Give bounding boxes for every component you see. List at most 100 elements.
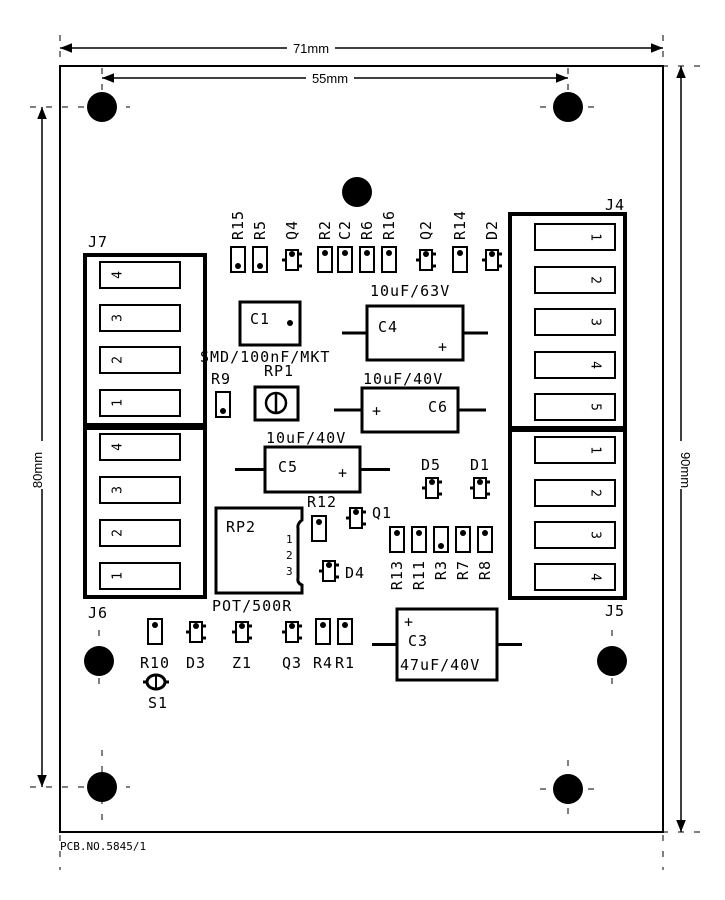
dimension-label: 55mm xyxy=(312,71,348,86)
connector-pin-slot xyxy=(534,393,616,421)
connector-pin-slot xyxy=(534,521,616,549)
connector-pin-slot xyxy=(534,563,616,591)
resistor-pad xyxy=(455,526,471,553)
connector-label: J4 xyxy=(605,196,625,214)
pad-dot xyxy=(320,622,326,628)
connector-pin-number: 1 xyxy=(111,399,126,407)
capacitor-value: 10uF/40V xyxy=(266,429,346,447)
resistor-pad xyxy=(389,526,405,553)
potentiometer-pin-number: 3 xyxy=(286,565,293,578)
connector-label: J6 xyxy=(88,604,108,622)
component-label: Q2 xyxy=(417,220,435,240)
component-label: Q4 xyxy=(283,220,301,240)
component-label: Q3 xyxy=(282,654,302,672)
resistor-pad xyxy=(477,526,493,553)
mounting-hole xyxy=(342,177,372,207)
component-label: R2 xyxy=(316,220,334,240)
component-label: R3 xyxy=(432,560,450,580)
pad-dot xyxy=(289,623,295,629)
component-label: RP2 xyxy=(226,518,256,536)
component-label: Z1 xyxy=(232,654,252,672)
capacitor-value: 47uF/40V xyxy=(400,656,480,674)
resistor-pad xyxy=(337,246,353,273)
component-label: R10 xyxy=(140,654,170,672)
resistor-pad xyxy=(230,246,246,273)
dimension-label: 90mm xyxy=(678,452,693,488)
resistor-pad xyxy=(147,618,163,645)
pad-dot xyxy=(287,320,293,326)
component-label: R7 xyxy=(454,560,472,580)
connector-pin-number: 3 xyxy=(111,486,126,494)
pad-dot xyxy=(477,479,483,485)
capacitor-name: C4 xyxy=(378,318,398,336)
resistor-pad xyxy=(215,391,231,418)
component-label: R6 xyxy=(358,220,376,240)
component-label: R8 xyxy=(476,560,494,580)
mounting-hole xyxy=(87,772,117,802)
dimension-label: 71mm xyxy=(293,41,329,56)
mounting-hole xyxy=(553,774,583,804)
resistor-pad xyxy=(337,618,353,645)
component-label: D1 xyxy=(470,456,490,474)
component-label: D4 xyxy=(345,564,365,582)
pad-dot xyxy=(438,543,444,549)
pcb-number: PCB.NO.5845/1 xyxy=(60,840,146,853)
connector-pin-slot xyxy=(99,476,181,504)
connector-pin-number: 2 xyxy=(588,276,603,284)
board-outline xyxy=(59,65,664,833)
polarity-mark: + xyxy=(338,464,348,482)
connector-pin-slot xyxy=(99,433,181,461)
resistor-pad xyxy=(317,246,333,273)
component-label: R5 xyxy=(251,220,269,240)
connector-label: J5 xyxy=(605,602,625,620)
connector-pin-number: 2 xyxy=(111,356,126,364)
connector-pin-slot xyxy=(99,562,181,590)
resistor-pad xyxy=(311,515,327,542)
connector-pin-number: 2 xyxy=(111,529,126,537)
capacitor-value: 10uF/63V xyxy=(370,282,450,300)
pad-dot xyxy=(457,250,463,256)
connector-pin-slot xyxy=(534,436,616,464)
component-value: POT/500R xyxy=(212,597,292,615)
dimension-label: 80mm xyxy=(30,452,45,488)
component-label: R14 xyxy=(451,210,469,240)
pad-dot xyxy=(482,530,488,536)
component-label: S1 xyxy=(148,694,168,712)
capacitor-c4 xyxy=(365,304,465,362)
connector-pin-number: 1 xyxy=(588,233,603,241)
resistor-pad xyxy=(381,246,397,273)
dimension-label-bg xyxy=(34,441,50,489)
connector-pin-slot xyxy=(99,389,181,417)
connector-pin-number: 3 xyxy=(111,314,126,322)
capacitor-c3 xyxy=(395,607,499,682)
connector-pin-slot xyxy=(99,304,181,332)
mounting-hole xyxy=(553,92,583,122)
component-label: R15 xyxy=(229,210,247,240)
resistor-pad xyxy=(433,526,449,553)
pad-dot xyxy=(460,530,466,536)
connector-pin-number: 2 xyxy=(588,489,603,497)
potentiometer-pin-number: 2 xyxy=(286,549,293,562)
connector-pin-slot xyxy=(99,519,181,547)
potentiometer-rp2 xyxy=(214,506,304,595)
resistor-pad xyxy=(359,246,375,273)
pad-dot xyxy=(386,250,392,256)
connector-pin-number: 4 xyxy=(111,271,126,279)
dimension-label-bg xyxy=(287,40,335,56)
connector-pin-slot xyxy=(99,346,181,374)
connector-pin-number: 1 xyxy=(111,572,126,580)
pad-dot xyxy=(289,251,295,257)
pad-dot xyxy=(364,250,370,256)
pad-dot xyxy=(353,509,359,515)
pad-dot xyxy=(152,622,158,628)
mounting-hole xyxy=(87,92,117,122)
connector-pin-number: 4 xyxy=(111,443,126,451)
capacitor-value: 10uF/40V xyxy=(363,370,443,388)
pad-dot xyxy=(342,250,348,256)
pad-dot xyxy=(416,530,422,536)
connector-pin-number: 1 xyxy=(588,446,603,454)
pad-dot xyxy=(326,562,332,568)
resistor-pad xyxy=(315,618,331,645)
